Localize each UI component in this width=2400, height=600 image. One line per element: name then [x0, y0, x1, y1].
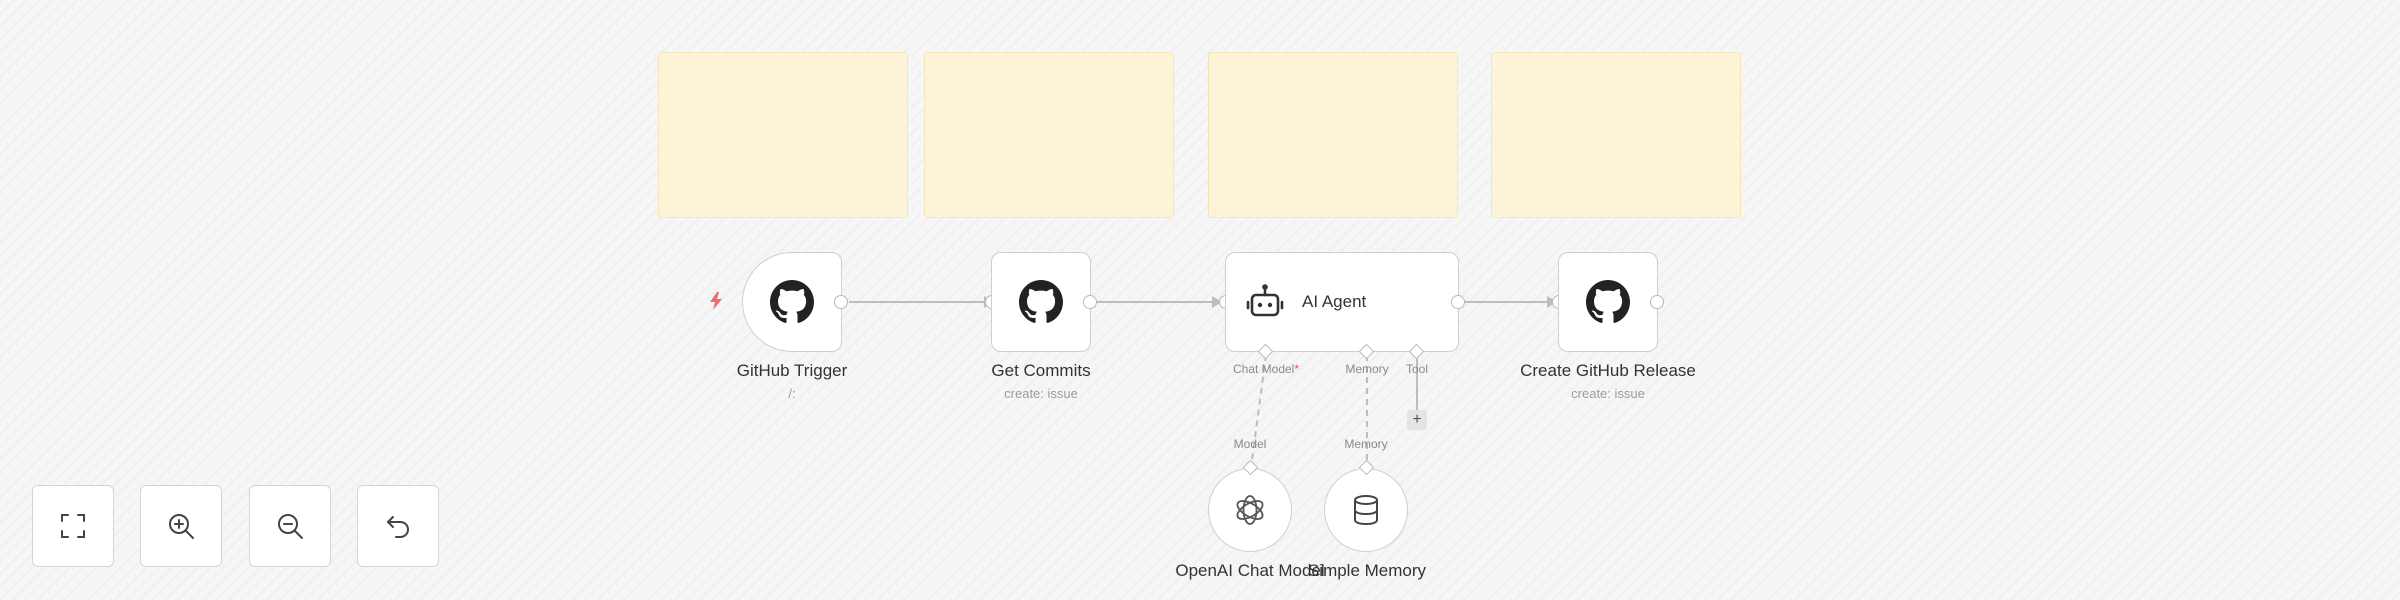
get-commits-title: Get Commits	[991, 361, 1091, 380]
zoom-in-icon	[169, 514, 194, 539]
memory-port-label: Memory	[1345, 362, 1389, 376]
openai-chat-model-title: OpenAI Chat Model	[1175, 561, 1325, 580]
github-icon	[770, 280, 814, 323]
database-icon	[1354, 495, 1378, 525]
get-commits-output-handle[interactable]	[1083, 295, 1097, 309]
sticky-note[interactable]	[658, 52, 908, 218]
github-trigger-node[interactable]	[742, 252, 842, 352]
trigger-bolt-icon	[710, 292, 722, 310]
github-trigger-title: GitHub Trigger	[736, 361, 848, 380]
robot-icon	[1246, 284, 1284, 317]
create-release-output-handle[interactable]	[1650, 295, 1664, 309]
simple-memory-node[interactable]	[1324, 468, 1408, 552]
sticky-note[interactable]	[924, 52, 1174, 218]
create-release-subtitle: create: issue	[1571, 386, 1645, 401]
github-icon	[1019, 280, 1063, 323]
github-trigger-subtitle: /:	[788, 386, 796, 401]
ai-agent-output-handle[interactable]	[1451, 295, 1465, 309]
fullscreen-icon	[61, 514, 85, 538]
create-release-title: Create GitHub Release	[1520, 361, 1696, 380]
simple-memory-title: Simple Memory	[1307, 561, 1427, 580]
zoom-in-button[interactable]	[140, 485, 222, 567]
reset-view-button[interactable]	[357, 485, 439, 567]
undo-icon	[387, 516, 409, 538]
sticky-note[interactable]	[1208, 52, 1458, 218]
fit-view-button[interactable]	[32, 485, 114, 567]
zoom-out-icon	[278, 514, 303, 539]
tool-port-label: Tool	[1405, 362, 1429, 376]
chat-model-port-label: Chat Model*	[1232, 362, 1300, 376]
sticky-note[interactable]	[1491, 52, 1741, 218]
github-trigger-output-handle[interactable]	[834, 295, 848, 309]
model-port-label: Model	[1233, 437, 1267, 451]
memory-input-port-label: Memory	[1344, 437, 1388, 451]
add-tool-button[interactable]: +	[1407, 410, 1427, 430]
openai-chat-model-node[interactable]	[1208, 468, 1292, 552]
zoom-out-button[interactable]	[249, 485, 331, 567]
create-release-node[interactable]	[1558, 252, 1658, 352]
get-commits-subtitle: create: issue	[1004, 386, 1078, 401]
get-commits-node[interactable]	[991, 252, 1091, 352]
ai-agent-node[interactable]: AI Agent	[1225, 252, 1459, 352]
openai-icon	[1236, 495, 1264, 525]
github-icon	[1586, 280, 1630, 323]
ai-agent-title: AI Agent	[1302, 292, 1367, 311]
